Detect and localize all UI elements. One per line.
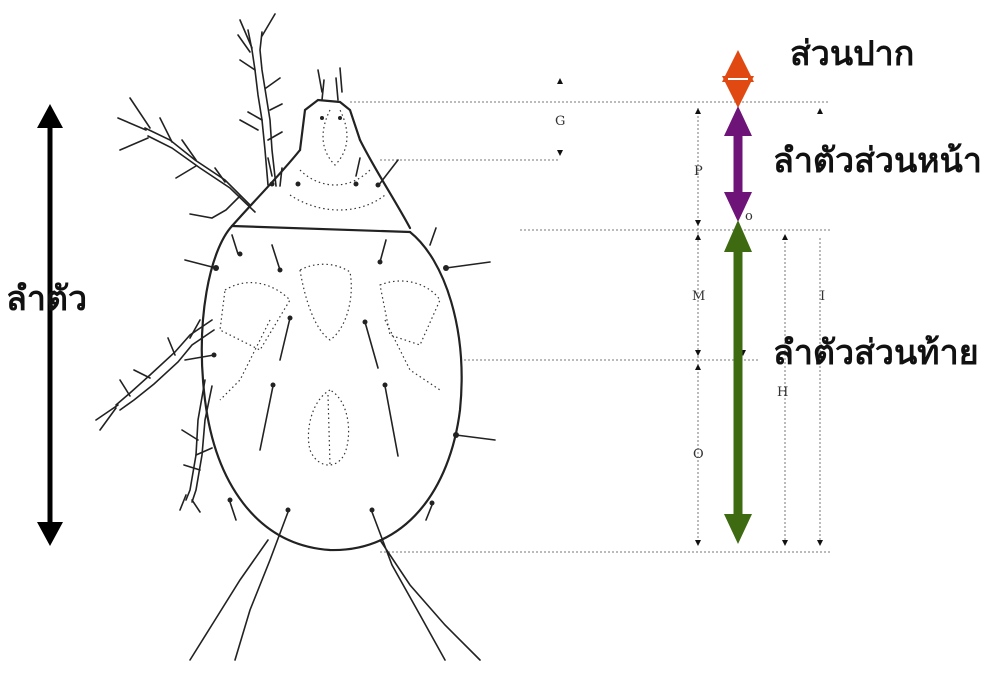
letter-m: M [692,289,705,304]
front-body-arrow [724,106,752,222]
body-length-arrow [37,104,63,546]
label-mouthparts: ส่วนปาก [790,34,914,74]
rear-body-arrow [724,220,752,544]
letter-h: H [777,385,788,400]
mouthparts-arrow [722,50,754,108]
letter-o: O [693,447,704,462]
letter-i: I [820,289,825,304]
letter-p: P [694,164,703,179]
label-rear-body: ลำตัวส่วนท้าย [773,333,979,373]
measurement-guides [350,78,830,552]
letter-o-small: o [745,209,753,224]
label-body: ลำตัว [6,279,87,319]
label-front-body: ลำตัวส่วนหน้า [773,141,982,181]
letter-g: G [555,114,565,129]
mite-illustration [96,14,495,660]
